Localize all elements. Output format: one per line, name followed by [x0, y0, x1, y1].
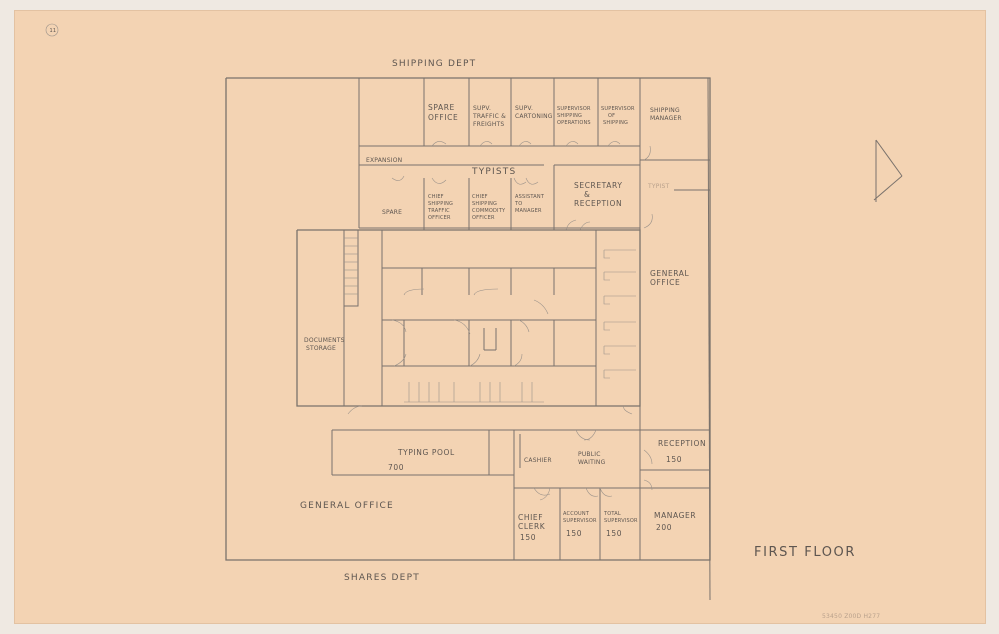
label-supv-traffic-1: SUPV.	[473, 105, 491, 112]
label-supv-cartoning-2: CARTONING	[515, 113, 553, 120]
label-manager-area: 200	[656, 523, 672, 532]
label-typing-pool: TYPING POOL	[397, 448, 455, 457]
label-total-supervisor-area: 150	[606, 529, 622, 538]
label-secretary-2: &	[584, 190, 590, 199]
bottom-section-walls	[331, 429, 710, 560]
label-spare: SPARE	[382, 209, 402, 216]
label-chief-clerk-area: 150	[520, 533, 536, 542]
label-chief-traffic-2: SHIPPING	[428, 201, 453, 207]
label-chief-clerk-2: CLERK	[518, 522, 546, 531]
label-chief-traffic-3: TRAFFIC	[427, 208, 450, 214]
floor-plan-drawing: 11	[45, 23, 903, 620]
label-chief-commodity-3: COMMODITY	[472, 208, 506, 214]
label-spare-office-1: SPARE	[428, 103, 455, 112]
label-secretary-1: SECRETARY	[574, 181, 623, 190]
label-assistant-2: TO	[514, 201, 522, 207]
middle-block-walls	[296, 229, 641, 407]
label-assistant-3: MANAGER	[515, 208, 542, 214]
label-reception: RECEPTION	[658, 439, 706, 448]
drawing-title: FIRST FLOOR	[754, 545, 856, 560]
label-general-office-right-2: OFFICE	[650, 278, 680, 287]
label-chief-commodity-2: SHIPPING	[472, 201, 497, 207]
label-shipping-manager-2: MANAGER	[650, 115, 682, 122]
label-account-supervisor-area: 150	[566, 529, 582, 538]
outer-walls	[225, 77, 711, 601]
label-total-supervisor-1: TOTAL	[603, 511, 621, 517]
bottom-section-doors	[533, 429, 653, 501]
label-public-waiting-1: PUBLIC	[578, 451, 601, 458]
label-supv-traffic-2: TRAFFIC &	[472, 113, 506, 120]
top-wing-doors	[391, 141, 653, 231]
label-typists: TYPISTS	[471, 167, 516, 177]
label-spare-office-2: OFFICE	[428, 113, 458, 122]
label-shares-dept: SHARES DEPT	[344, 573, 420, 583]
label-chief-commodity-4: OFFICER	[472, 215, 495, 221]
label-account-supervisor-1: ACCOUNT	[563, 511, 590, 517]
label-supv-cartoning-1: SUPV.	[515, 105, 533, 112]
label-chief-commodity-1: CHIEF	[472, 194, 488, 200]
label-typing-pool-area: 700	[388, 463, 404, 472]
label-shipping-dept: SHIPPING DEPT	[392, 59, 476, 69]
label-typist-right: TYPIST	[647, 183, 670, 190]
label-chief-clerk-1: CHIEF	[518, 513, 543, 522]
label-general-office: GENERAL OFFICE	[300, 501, 394, 511]
label-cashier: CASHIER	[524, 457, 552, 464]
sheet-number-circle	[45, 23, 59, 37]
label-chief-traffic-4: OFFICER	[428, 215, 451, 221]
room-labels: SHIPPING DEPT SPARE OFFICE SUPV. TRAFFIC…	[300, 59, 706, 583]
catalog-number: 53450 Z00D H277	[822, 613, 880, 620]
label-documents-2: STORAGE	[306, 345, 336, 352]
label-shipping-manager-1: SHIPPING	[650, 107, 680, 114]
label-supv-traffic-3: FREIGHTS	[473, 121, 504, 128]
label-documents-1: DOCUMENTS	[304, 337, 345, 344]
tracing-paper-sheet: 11	[14, 10, 986, 624]
label-supv-shipping-1: SUPERVISOR	[601, 106, 635, 112]
label-secretary-3: RECEPTION	[574, 199, 622, 208]
label-supv-shipping-2: OF	[608, 113, 615, 119]
label-supv-operations-3: OPERATIONS	[557, 120, 591, 126]
label-chief-traffic-1: CHIEF	[428, 194, 444, 200]
label-supv-operations-1: SUPERVISOR	[557, 106, 591, 112]
label-supv-shipping-3: SHIPPING	[603, 120, 628, 126]
label-account-supervisor-2: SUPERVISOR	[563, 518, 597, 524]
label-public-waiting-2: WAITING	[578, 459, 606, 466]
label-reception-area: 150	[666, 455, 682, 464]
middle-block-doors	[347, 249, 636, 415]
label-expansion: EXPANSION	[366, 157, 402, 164]
label-assistant-1: ASSISTANT	[515, 194, 545, 200]
north-arrow	[873, 139, 903, 202]
label-supv-operations-2: SHIPPING	[557, 113, 582, 119]
label-general-office-right-1: GENERAL	[650, 269, 690, 278]
label-total-supervisor-2: SUPERVISOR	[604, 518, 638, 524]
label-manager: MANAGER	[654, 511, 696, 520]
right-wing-walls	[639, 189, 710, 434]
sheet-number: 11	[50, 28, 57, 34]
top-wing-walls	[358, 78, 710, 230]
